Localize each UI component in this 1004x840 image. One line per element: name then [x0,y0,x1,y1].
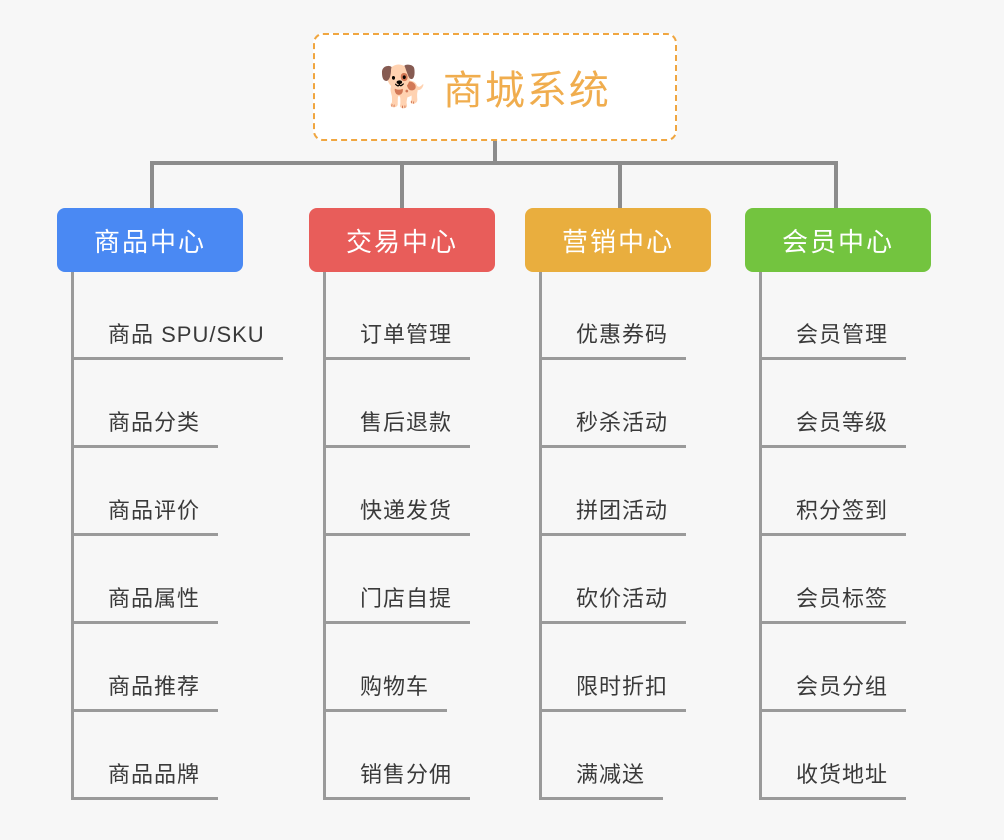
leaf-label: 会员等级 [762,405,907,448]
branch-product-center: 商品中心 商品 SPU/SKU 商品分类 商品评价 商品属性 商品推荐 商品品牌 [57,208,283,800]
list-item[interactable]: 销售分佣 [326,712,495,800]
list-item[interactable]: 商品评价 [74,448,283,536]
branch-member-center: 会员中心 会员管理 会员等级 积分签到 会员标签 会员分组 收货地址 [745,208,931,800]
list-item[interactable]: 会员管理 [762,272,931,360]
list-item[interactable]: 优惠券码 [542,272,711,360]
connector-drop-3 [618,161,622,209]
leaf-label: 收货地址 [762,757,907,800]
root-title: 商城系统 [442,69,611,113]
connector-horizontal-bar [150,161,838,165]
leaf-label: 满减送 [542,757,664,800]
leaf-label: 会员标签 [762,581,907,624]
list-item[interactable]: 拼团活动 [542,448,711,536]
leaf-label: 商品品牌 [74,757,219,800]
leaf-label: 商品推荐 [74,669,219,712]
list-item[interactable]: 售后退款 [326,360,495,448]
category-label: 会员中心 [781,226,894,257]
leaf-list-member-center: 会员管理 会员等级 积分签到 会员标签 会员分组 收货地址 [759,272,931,800]
branch-trade-center: 交易中心 订单管理 售后退款 快递发货 门店自提 购物车 销售分佣 [309,208,495,800]
connector-drop-1 [150,161,154,209]
category-box-member-center[interactable]: 会员中心 [745,208,931,272]
leaf-label: 砍价活动 [542,581,687,624]
category-label: 交易中心 [345,226,458,257]
leaf-label: 订单管理 [326,317,471,360]
list-item[interactable]: 会员等级 [762,360,931,448]
list-item[interactable]: 快递发货 [326,448,495,536]
list-item[interactable]: 商品品牌 [74,712,283,800]
connector-stem [493,141,497,163]
leaf-list-marketing-center: 优惠券码 秒杀活动 拼团活动 砍价活动 限时折扣 满减送 [539,272,711,800]
category-label: 营销中心 [561,226,674,257]
leaf-label: 会员分组 [762,669,907,712]
leaf-label: 优惠券码 [542,317,687,360]
leaf-label: 秒杀活动 [542,405,687,448]
connector-drop-2 [400,161,404,209]
list-item[interactable]: 门店自提 [326,536,495,624]
shiba-dog-icon: 🐕 [379,65,429,109]
category-box-trade-center[interactable]: 交易中心 [309,208,495,272]
leaf-list-product-center: 商品 SPU/SKU 商品分类 商品评价 商品属性 商品推荐 商品品牌 [71,272,283,800]
list-item[interactable]: 商品分类 [74,360,283,448]
leaf-label: 积分签到 [762,493,907,536]
leaf-label: 商品属性 [74,581,219,624]
list-item[interactable]: 满减送 [542,712,711,800]
leaf-label: 商品分类 [74,405,219,448]
leaf-label: 销售分佣 [326,757,471,800]
list-item[interactable]: 砍价活动 [542,536,711,624]
leaf-label: 会员管理 [762,317,907,360]
category-label: 商品中心 [93,226,206,257]
branch-marketing-center: 营销中心 优惠券码 秒杀活动 拼团活动 砍价活动 限时折扣 满减送 [525,208,711,800]
leaf-label: 快递发货 [326,493,471,536]
list-item[interactable]: 秒杀活动 [542,360,711,448]
list-item[interactable]: 会员标签 [762,536,931,624]
leaf-label: 商品 SPU/SKU [74,317,283,360]
category-box-product-center[interactable]: 商品中心 [57,208,243,272]
leaf-label: 限时折扣 [542,669,687,712]
leaf-label: 门店自提 [326,581,471,624]
list-item[interactable]: 商品推荐 [74,624,283,712]
leaf-label: 售后退款 [326,405,471,448]
root-node[interactable]: 🐕 商城系统 [313,33,677,141]
leaf-list-trade-center: 订单管理 售后退款 快递发货 门店自提 购物车 销售分佣 [323,272,495,800]
list-item[interactable]: 购物车 [326,624,495,712]
connector-drop-4 [834,161,838,209]
leaf-label: 拼团活动 [542,493,687,536]
category-box-marketing-center[interactable]: 营销中心 [525,208,711,272]
list-item[interactable]: 订单管理 [326,272,495,360]
leaf-label: 商品评价 [74,493,219,536]
list-item[interactable]: 收货地址 [762,712,931,800]
list-item[interactable]: 积分签到 [762,448,931,536]
list-item[interactable]: 限时折扣 [542,624,711,712]
list-item[interactable]: 会员分组 [762,624,931,712]
leaf-label: 购物车 [326,669,448,712]
list-item[interactable]: 商品 SPU/SKU [74,272,283,360]
list-item[interactable]: 商品属性 [74,536,283,624]
